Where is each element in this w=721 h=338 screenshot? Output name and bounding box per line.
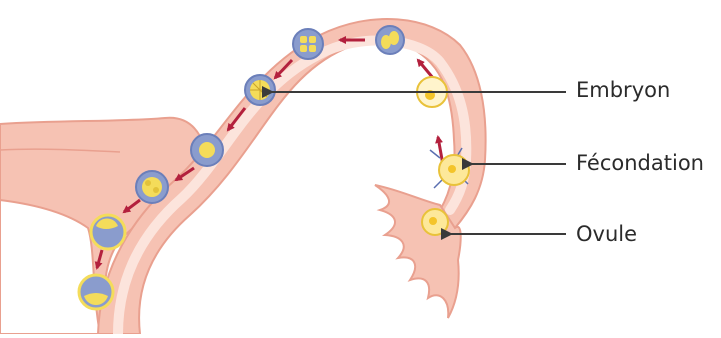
morula-icon bbox=[136, 171, 168, 203]
label-embryon: Embryon bbox=[576, 80, 670, 101]
four-cell-embryo-icon bbox=[293, 29, 323, 59]
label-ovule: Ovule bbox=[576, 224, 637, 245]
fertilized-egg-icon bbox=[439, 155, 469, 185]
eight-cell-embryo-icon bbox=[245, 75, 275, 105]
egg-cell-icon bbox=[422, 209, 448, 235]
sperm-icon bbox=[430, 150, 440, 158]
two-cell-embryo-icon bbox=[376, 26, 404, 54]
morula-icon bbox=[191, 134, 223, 166]
label-fecondation: Fécondation bbox=[576, 153, 704, 174]
implanting-blastocyst-icon bbox=[79, 275, 113, 309]
blastocyst-icon bbox=[91, 215, 125, 249]
